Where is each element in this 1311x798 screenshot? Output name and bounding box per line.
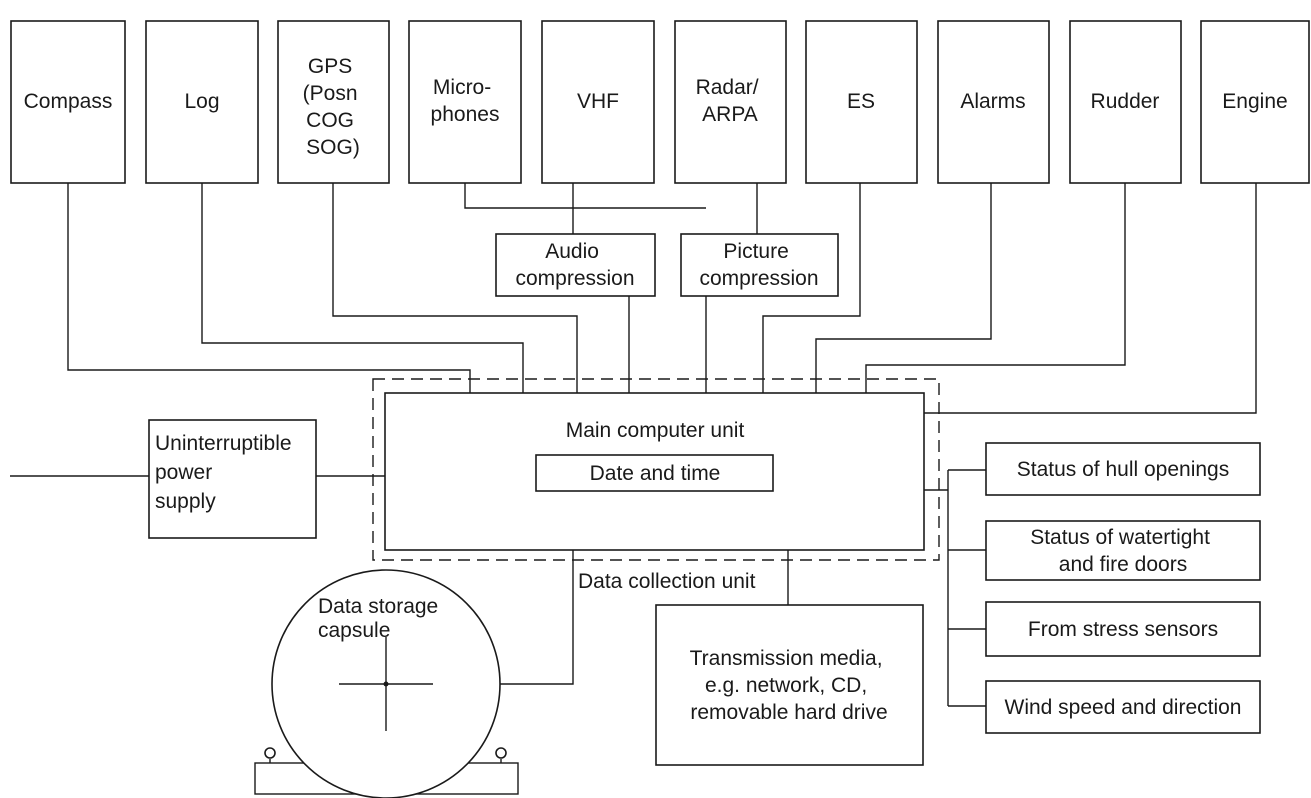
- transmission-media-box: [655, 604, 924, 766]
- watertight-doors-label: Status of watertight and fire doors: [1030, 526, 1216, 576]
- data-collection-unit-border: [372, 378, 940, 561]
- engine-box: [1200, 20, 1310, 184]
- compass-box: [10, 20, 126, 184]
- stress-sensors-box: [985, 601, 1261, 657]
- sensor-boxes: Compass Log GPS (Posn COG SOG) Micro- ph…: [10, 20, 1310, 184]
- radar-label: Radar/ ARPA: [696, 76, 765, 126]
- log-box: [145, 20, 259, 184]
- gps-box: [277, 20, 390, 184]
- rudder-box: [1069, 20, 1182, 184]
- hull-openings-label: Status of hull openings: [1017, 458, 1229, 481]
- capsule-center-dot: [383, 681, 389, 687]
- capsule-mount-ring-left: [264, 747, 276, 759]
- data-collection-unit-label: Data collection unit: [578, 570, 756, 593]
- wire-es: [762, 183, 861, 393]
- wire-log: [201, 183, 524, 393]
- compression-boxes: Audio compression Picture compression: [495, 233, 839, 297]
- es-box: [805, 20, 918, 184]
- alarms-label: Alarms: [960, 90, 1025, 113]
- compass-label: Compass: [24, 90, 113, 113]
- audio-compression-box: [495, 233, 656, 297]
- capsule-label: Data storage capsule: [318, 595, 444, 642]
- wire-engine: [924, 183, 1257, 414]
- wire-alarms: [815, 183, 992, 393]
- vhf-box: [541, 20, 655, 184]
- capsule-mount-ring-right: [495, 747, 507, 759]
- ups-box: [148, 419, 317, 539]
- date-time-box: [535, 454, 774, 492]
- stress-sensors-label: From stress sensors: [1028, 618, 1218, 641]
- transmission-media-label: Transmission media, e.g. network, CD, re…: [690, 647, 889, 724]
- microphones-box: [408, 20, 522, 184]
- hull-openings-box: [985, 442, 1261, 496]
- date-time-label: Date and time: [590, 462, 721, 485]
- picture-compression-box: [680, 233, 839, 297]
- wind-label: Wind speed and direction: [1005, 696, 1242, 719]
- wind-box: [985, 680, 1261, 734]
- main-computer-unit-label: Main computer unit: [566, 419, 745, 442]
- radar-box: [674, 20, 787, 184]
- status-inputs: Status of hull openings Status of watert…: [985, 442, 1261, 734]
- wire-compass: [67, 183, 471, 393]
- gps-label: GPS (Posn COG SOG): [303, 55, 364, 159]
- microphones-label: Micro- phones: [431, 76, 500, 126]
- log-label: Log: [184, 90, 219, 113]
- wire-microphones: [464, 183, 706, 209]
- alarms-box: [937, 20, 1050, 184]
- wire-main-capsule: [499, 550, 574, 685]
- wire-gps: [332, 183, 578, 393]
- engine-label: Engine: [1222, 90, 1287, 113]
- wire-rudder: [865, 183, 1126, 393]
- vhf-label: VHF: [577, 90, 619, 113]
- data-storage-capsule: Data storage capsule: [254, 569, 519, 798]
- es-label: ES: [847, 90, 875, 113]
- ups-label: Uninterruptible power supply: [155, 432, 297, 513]
- picture-compression-label: Picture compression: [699, 240, 818, 290]
- audio-compression-label: Audio compression: [515, 240, 634, 290]
- rudder-label: Rudder: [1091, 90, 1160, 113]
- watertight-doors-box: [985, 520, 1261, 581]
